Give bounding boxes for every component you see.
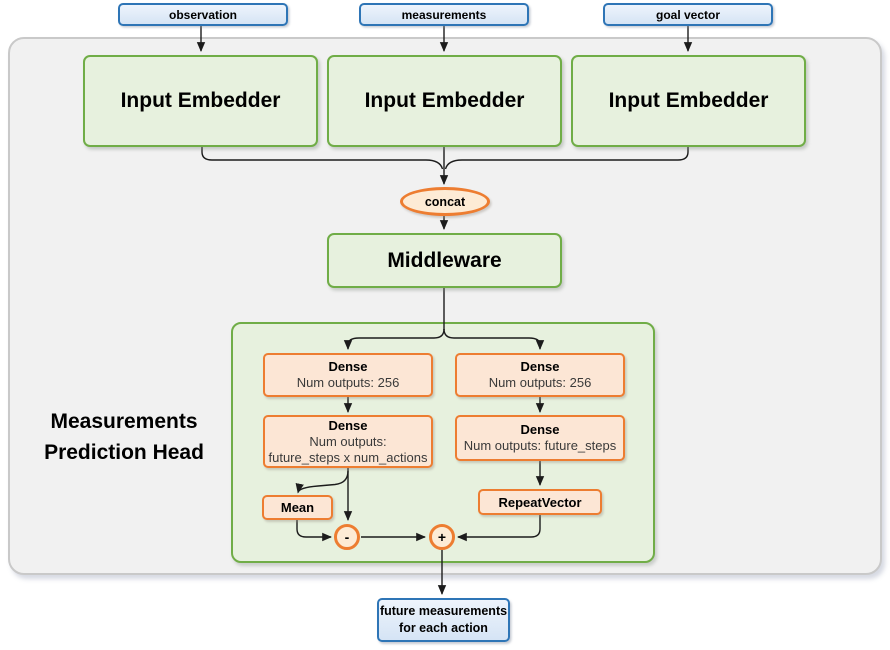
input-embedder-box-2: Input Embedder [327, 55, 562, 147]
mean-box: Mean [262, 495, 333, 520]
input-box-observation: observation [118, 3, 288, 26]
dense-left-2-subtitle-line1: Num outputs: [309, 433, 387, 449]
dense-left-2-subtitle-line2: future_steps x num_actions [268, 449, 428, 465]
prediction-head-title-line2: Prediction Head [44, 441, 204, 464]
dense-right-1-box: Dense Num outputs: 256 [455, 353, 625, 397]
plus-operator-node: + [429, 524, 455, 550]
dense-right-1-title: Dense [520, 359, 560, 374]
input-box-goal-vector: goal vector [603, 3, 773, 26]
dense-right-2-title: Dense [520, 422, 560, 437]
dense-left-1-subtitle: Num outputs: 256 [296, 375, 400, 390]
input-box-measurements: measurements [359, 3, 529, 26]
repeat-vector-label: RepeatVector [498, 494, 582, 510]
dense-left-2-title: Dense [328, 417, 368, 433]
dense-right-2-subtitle: Num outputs: future_steps [463, 438, 617, 453]
output-box-line2: for each action [399, 621, 488, 635]
dense-left-1-title: Dense [328, 359, 368, 374]
concat-node: concat [400, 187, 490, 216]
input-embedder-box-1: Input Embedder [83, 55, 318, 147]
output-box: future measurements for each action [377, 598, 510, 642]
dense-right-2-box: Dense Num outputs: future_steps [455, 415, 625, 461]
mean-label: Mean [280, 500, 315, 515]
repeat-vector-box: RepeatVector [478, 489, 602, 515]
input-embedder-box-3: Input Embedder [571, 55, 806, 147]
output-box-line1: future measurements [379, 604, 508, 618]
middleware-box: Middleware [327, 233, 562, 288]
minus-operator-node: - [334, 524, 360, 550]
dense-right-1-subtitle: Num outputs: 256 [488, 375, 592, 390]
dense-left-2-box: Dense Num outputs: future_steps x num_ac… [263, 415, 433, 468]
prediction-head-title: Measurements Prediction Head [18, 406, 230, 468]
prediction-head-title-line1: Measurements [50, 410, 198, 433]
dense-left-1-box: Dense Num outputs: 256 [263, 353, 433, 397]
